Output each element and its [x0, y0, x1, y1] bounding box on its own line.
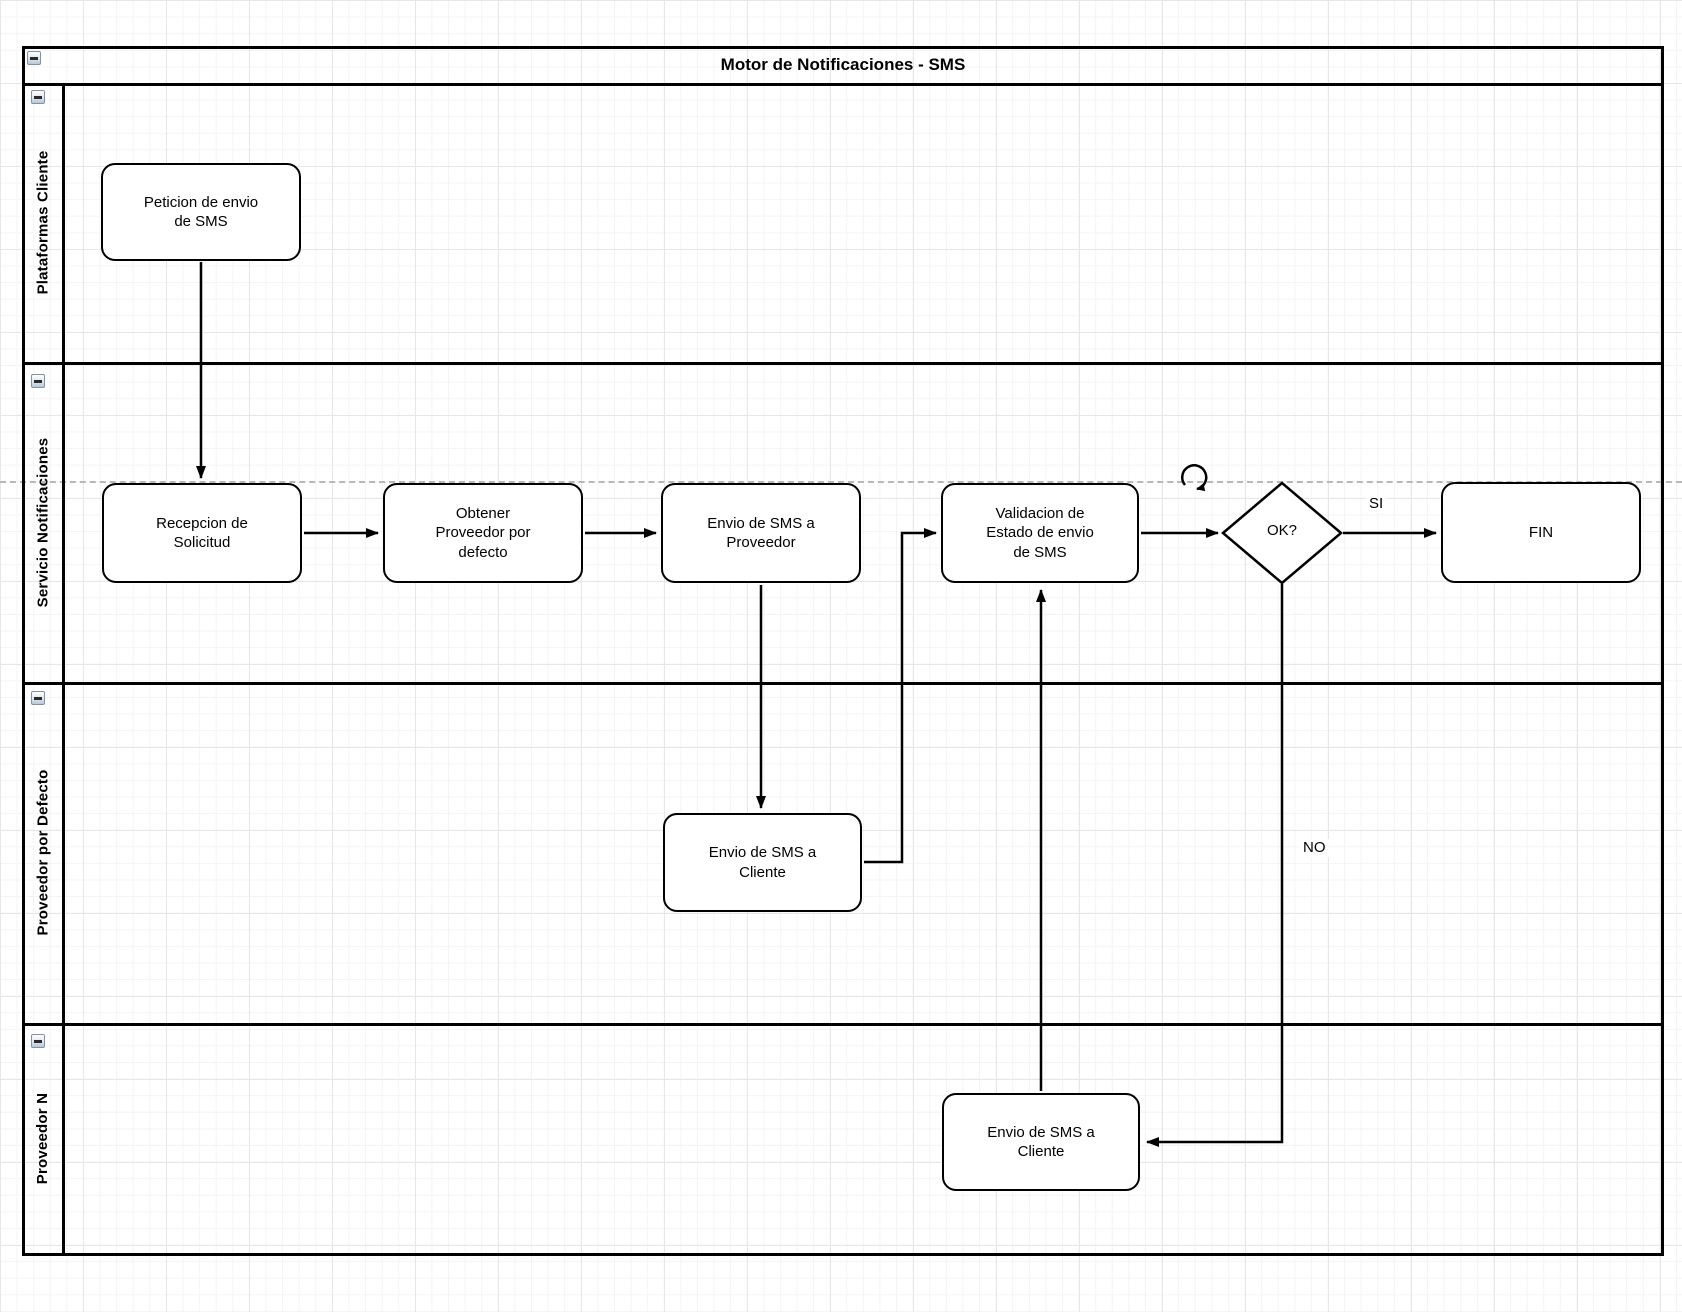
lane-label-text: Servicio Notificaciones	[34, 437, 52, 607]
collapse-minus-icon-lane2[interactable]	[31, 374, 45, 388]
lane-divider-2-3	[22, 682, 1664, 685]
decision-ok-label[interactable]: OK?	[1266, 522, 1297, 539]
lane-label-text: Plataformas Cliente	[34, 150, 52, 295]
pool-border-top	[22, 46, 1664, 49]
loop-arrow-icon[interactable]	[1180, 464, 1208, 492]
pool-border-right	[1661, 46, 1664, 1255]
lane-divider-3-4	[22, 1023, 1664, 1026]
task-recepcion-solicitud[interactable]: Recepcion de Solicitud	[102, 483, 302, 583]
edge-label-si[interactable]: SI	[1366, 495, 1387, 513]
alignment-guide-dashed-line	[0, 481, 1682, 483]
task-validacion-estado-envio[interactable]: Validacion de Estado de envio de SMS	[941, 483, 1139, 583]
lane-proveedor-por-defecto[interactable]: Proveedor por Defecto	[24, 682, 62, 1023]
pool-title-text: Motor de Notificaciones - SMS	[720, 54, 966, 74]
collapse-minus-icon-lane4[interactable]	[31, 1034, 45, 1048]
task-peticion-envio-sms[interactable]: Peticion de envio de SMS	[101, 163, 301, 261]
collapse-minus-icon-lane3[interactable]	[31, 691, 45, 705]
pool-title-divider	[22, 83, 1664, 86]
lane-label-divider	[62, 83, 65, 1255]
lane-divider-1-2	[22, 362, 1664, 365]
lane-plataformas-cliente[interactable]: Plataformas Cliente	[24, 83, 62, 362]
lane-servicio-notificaciones[interactable]: Servicio Notificaciones	[24, 362, 62, 682]
connector-cliente-defecto-to-validacion[interactable]	[864, 528, 937, 864]
task-envio-sms-cliente-n[interactable]: Envio de SMS a Cliente	[942, 1093, 1140, 1191]
task-fin[interactable]: FIN	[1441, 482, 1641, 583]
pool-border-bottom	[22, 1253, 1664, 1256]
task-obtener-proveedor[interactable]: Obtener Proveedor por defecto	[383, 483, 583, 583]
task-envio-sms-proveedor[interactable]: Envio de SMS a Proveedor	[661, 483, 861, 583]
lane-label-text: Proveedor N	[34, 1092, 52, 1184]
lane-proveedor-n[interactable]: Proveedor N	[24, 1023, 62, 1253]
edge-label-no[interactable]: NO	[1300, 839, 1329, 857]
lane-label-text: Proveedor por Defecto	[34, 769, 52, 936]
collapse-minus-icon-pool[interactable]	[27, 51, 41, 65]
connector-decision-no-to-cliente-n[interactable]	[1146, 584, 1284, 1147]
collapse-minus-icon-lane1[interactable]	[31, 90, 45, 104]
task-envio-sms-cliente-defecto[interactable]: Envio de SMS a Cliente	[663, 813, 862, 912]
pool-border-left	[22, 46, 25, 1255]
pool-header[interactable]: Motor de Notificaciones - SMS	[22, 46, 1664, 83]
